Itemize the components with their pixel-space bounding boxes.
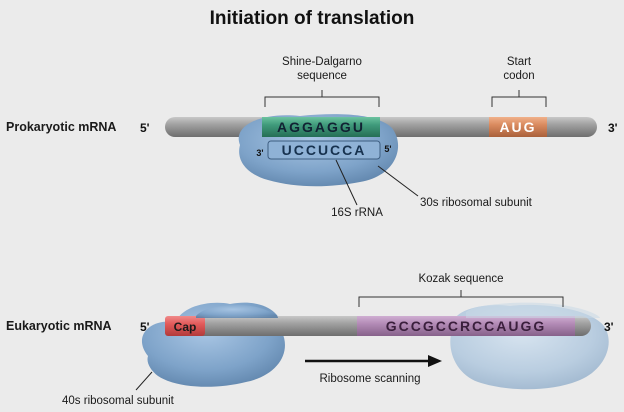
shine-dalgarno-label-line1: Shine-Dalgarno: [282, 56, 362, 68]
cap-segment: [165, 316, 205, 336]
kozak-bracket: [358, 290, 564, 307]
30s-subunit-leader: [377, 165, 419, 197]
scanning-arrow-head: [428, 355, 442, 367]
shine-dalgarno-sequence: AGGAGGU: [277, 119, 365, 135]
prokaryote-5-prime: 5': [140, 121, 150, 135]
start-codon-label-line2: codon: [503, 70, 534, 82]
kozak-sequence: GCCGCCRCCAUGG: [386, 318, 547, 334]
16s-rrna-leader: [335, 159, 358, 206]
diagram-title: Initiation of translation: [210, 8, 415, 29]
40s-subunit-top-lobe: [196, 304, 278, 318]
rrna-5-prime-end: 5': [384, 144, 391, 154]
40s-subunit-leader: [135, 371, 153, 391]
kozak-segment: [357, 316, 575, 336]
start-codon-sequence: AUG: [499, 119, 536, 135]
16s-rrna-strand: [267, 140, 381, 160]
eukaryote-5-prime: 5': [140, 320, 150, 334]
rrna-3-prime-end: 3': [256, 148, 263, 158]
scanning-ribosome-top-lobe: [466, 302, 600, 318]
eukaryote-3-prime: 3': [604, 320, 614, 334]
start-codon-bracket: [491, 90, 547, 107]
prokaryotic-mrna-label: Prokaryotic mRNA: [6, 120, 116, 134]
30s-subunit-label: 30s ribosomal subunit: [420, 197, 533, 209]
cap-label: Cap: [174, 320, 197, 334]
kozak-label: Kozak sequence: [418, 273, 503, 285]
shine-dalgarno-label-line2: sequence: [297, 70, 347, 82]
40s-subunit-label: 40s ribosomal subunit: [62, 395, 175, 407]
prokaryote-3-prime: 3': [608, 121, 618, 135]
16s-rrna-label: 16S rRNA: [331, 207, 383, 219]
start-codon-label-line1: Start: [507, 56, 532, 68]
eukaryotic-mrna-label: Eukaryotic mRNA: [6, 319, 112, 333]
ribosome-scanning-label: Ribosome scanning: [319, 373, 420, 385]
shine-dalgarno-bracket: [264, 90, 380, 107]
start-codon-segment: [489, 117, 547, 137]
16s-rrna-sequence: UCCUCCA: [282, 142, 367, 158]
shine-dalgarno-segment: [262, 117, 380, 137]
